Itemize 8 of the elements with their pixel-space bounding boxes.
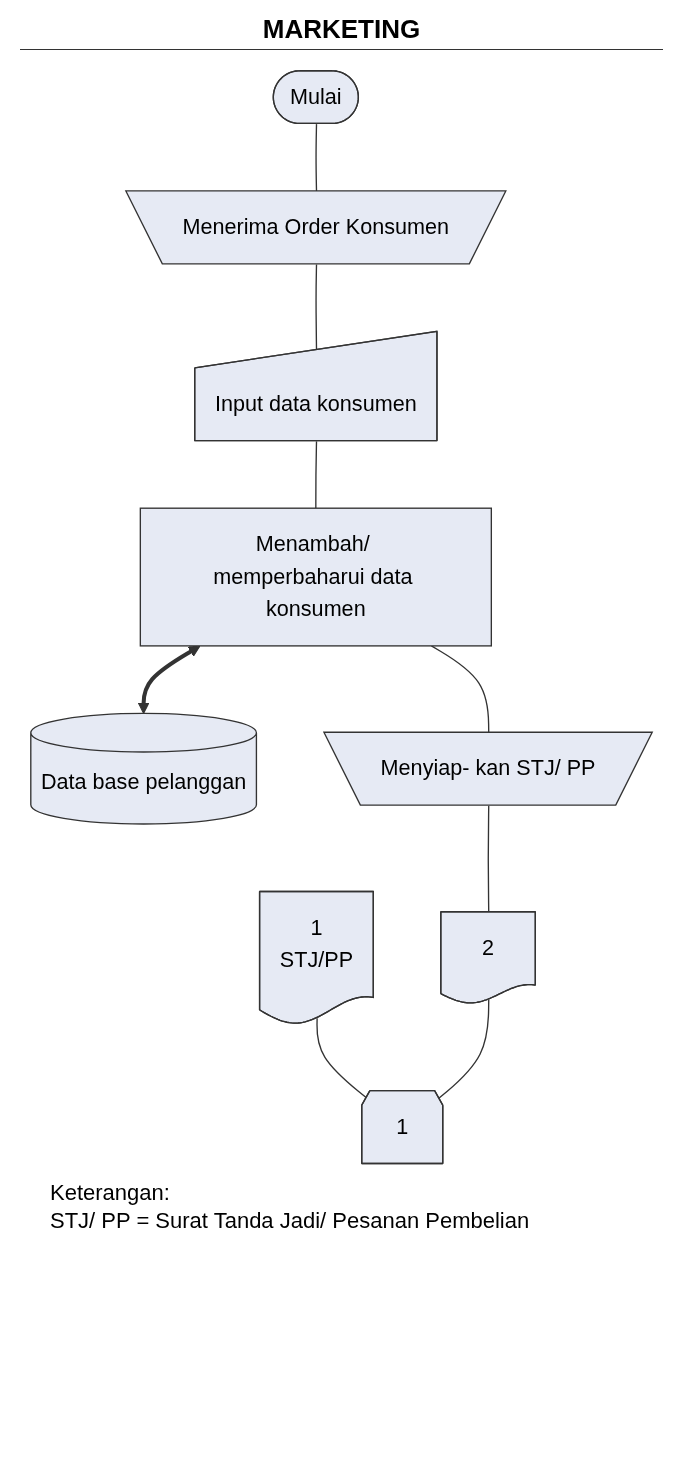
note-text: STJ/ PP = Surat Tanda Jadi/ Pesanan Pembelian [50,1208,531,1235]
connector [438,999,490,1099]
node-box: Menambah/ memperbaharui data konsumen [139,507,492,647]
title: MARKETING [20,14,663,50]
connector [316,1017,368,1099]
connector [315,440,318,509]
arrow [137,645,201,714]
note-text: Keterangan: [50,1180,171,1207]
